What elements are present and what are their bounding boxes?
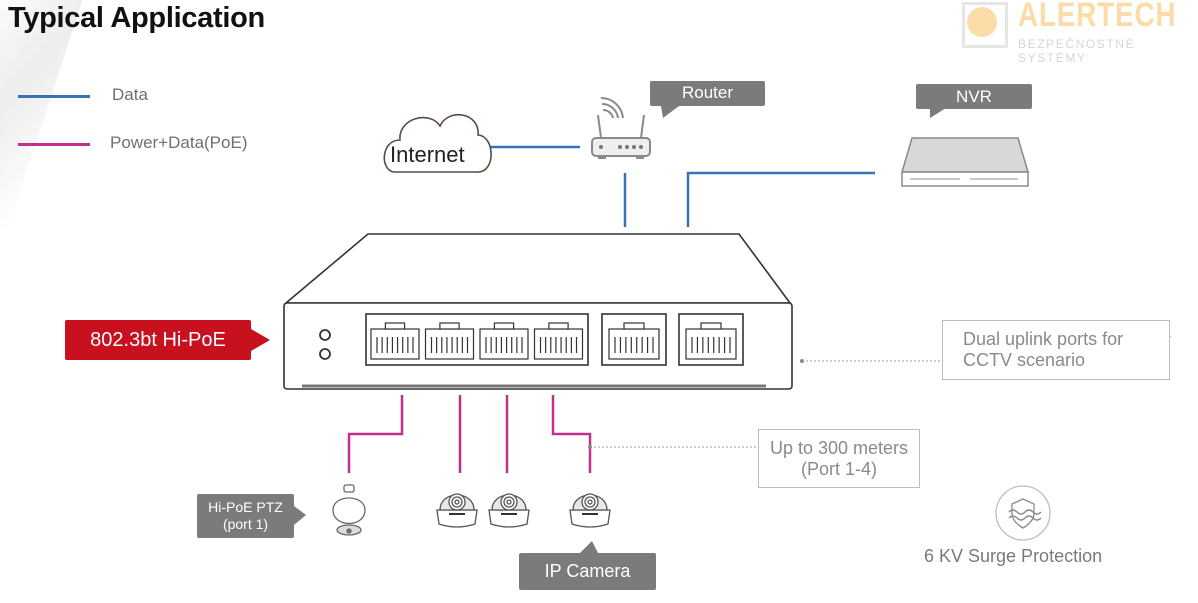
link-port4-camera: [551, 395, 592, 473]
poe-port-1: [370, 322, 420, 360]
leader-dot-uplink: [800, 359, 804, 363]
ethernet-ports: [370, 322, 737, 360]
legend-data-label: Data: [112, 85, 148, 104]
uplink-note-line1: Dual uplink ports for: [963, 329, 1124, 349]
surge-protection-label: 6 KV Surge Protection: [924, 546, 1103, 566]
nvr-callout: NVR: [916, 84, 1032, 109]
ipcam-callout: IP Camera: [519, 553, 656, 590]
poe-port-3: [479, 322, 529, 360]
uplink-port-jack-1: [608, 322, 660, 360]
uplink-note: Dual uplink ports for CCTV scenario: [942, 320, 1170, 380]
uplink-port-jack-2: [685, 322, 737, 360]
page-title: Typical Application: [8, 2, 265, 34]
leader-dot-distance: [588, 445, 592, 449]
dome-camera-icon: [436, 493, 478, 528]
link-port1-ptz: [347, 395, 404, 473]
link-switch-nvr: [686, 171, 875, 227]
dome-cameras: [436, 493, 611, 528]
logo-brand: ALERTECH: [1018, 0, 1177, 34]
cloud-icon: [383, 113, 492, 173]
distance-note-line2: (Port 1-4): [800, 459, 878, 479]
internet-label: Internet: [390, 142, 465, 167]
ptz-callout-pointer: [294, 506, 306, 525]
ipcam-callout-pointer: [580, 541, 598, 553]
ptz-callout: Hi-PoE PTZ (port 1): [197, 494, 294, 538]
hipoe-tag-pointer: [251, 329, 270, 351]
hipoe-tag: 802.3bt Hi-PoE: [65, 320, 251, 360]
logo-tagline: BEZPEČNOSTNÉ SYSTÉMY: [1018, 37, 1136, 65]
ptz-camera-icon: [332, 484, 366, 536]
ptz-callout-line1: Hi-PoE PTZ: [208, 499, 283, 515]
status-led-2: [319, 348, 331, 360]
dome-camera-icon: [569, 493, 611, 528]
ptz-callout-line2: (port 1): [222, 516, 269, 532]
shield-wave-icon: [995, 485, 1051, 541]
distance-note: Up to 300 meters (Port 1-4): [758, 429, 920, 488]
nvr-callout-pointer: [930, 108, 946, 118]
uplink-note-line2: CCTV scenario: [963, 350, 1086, 370]
poe-port-4: [533, 322, 584, 360]
logo-icon: [967, 7, 997, 37]
nvr-icon: [900, 137, 1030, 187]
leader-lines: [590, 360, 942, 448]
legend-poe-label: Power+Data(PoE): [110, 133, 248, 152]
poe-port-2: [424, 322, 475, 360]
status-led-1: [319, 329, 331, 341]
poe-switch-icon: [283, 233, 793, 390]
router-leds: [599, 145, 643, 149]
legend-data-line: [18, 95, 90, 98]
legend-poe-line: [18, 143, 90, 146]
router-callout-pointer: [661, 106, 679, 118]
router-callout: Router: [650, 81, 765, 106]
dome-camera-icon: [488, 493, 530, 528]
wifi-router-icon: [591, 96, 651, 159]
poe-links: [347, 395, 592, 473]
data-links: [488, 145, 875, 227]
distance-note-line1: Up to 300 meters: [769, 438, 909, 458]
